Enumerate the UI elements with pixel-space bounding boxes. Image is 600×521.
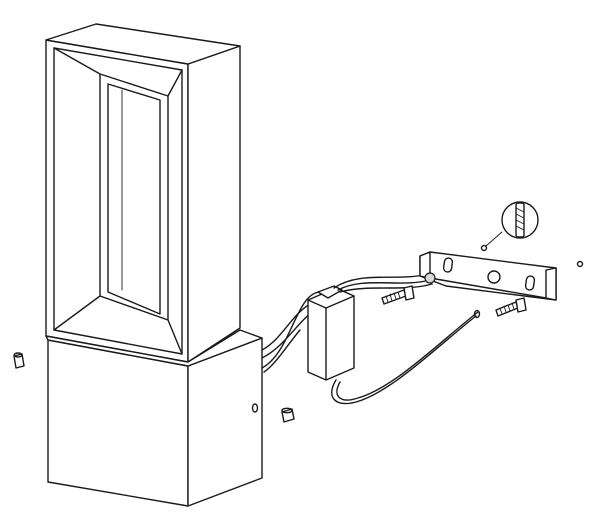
screw-lower bbox=[495, 297, 527, 317]
screw-upper bbox=[381, 285, 415, 305]
wall-plug-detail bbox=[480, 201, 584, 268]
bracket-slot-right bbox=[524, 275, 536, 291]
bracket-center-hole bbox=[487, 270, 501, 284]
base-screw-hole bbox=[251, 403, 259, 413]
led-driver bbox=[307, 285, 355, 381]
bracket-slot-left bbox=[442, 257, 454, 273]
lamp-base bbox=[45, 329, 263, 507]
screw-cap-right bbox=[281, 407, 295, 423]
lamp-head bbox=[45, 23, 241, 363]
power-cable bbox=[331, 309, 481, 405]
screw-cap-left bbox=[13, 352, 25, 369]
driver-wires bbox=[333, 273, 433, 293]
wall-bracket bbox=[419, 251, 557, 301]
